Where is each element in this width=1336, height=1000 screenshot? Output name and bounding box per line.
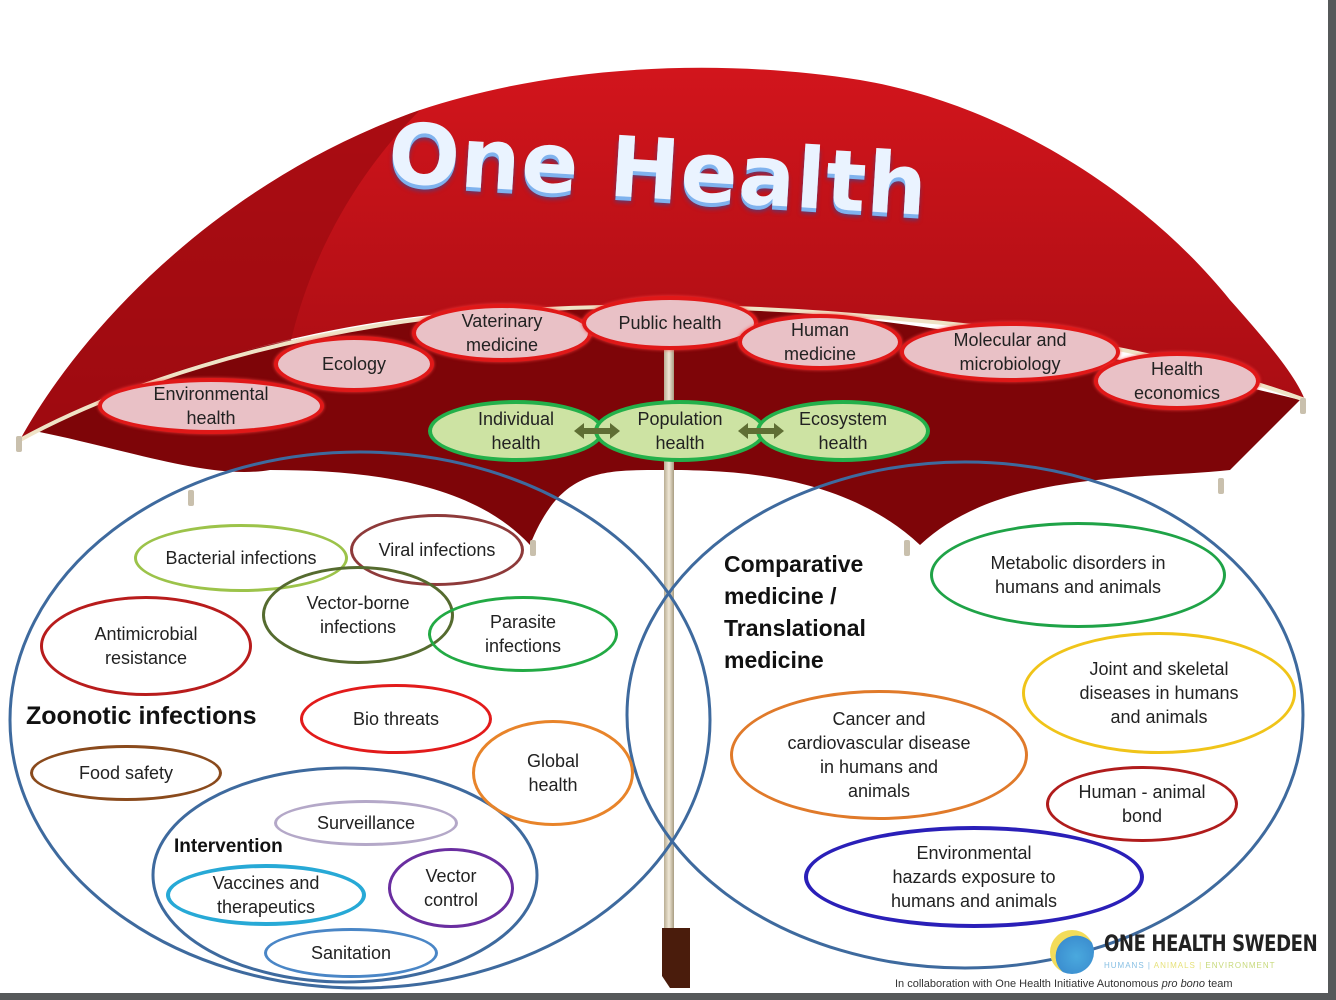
- logo-name: ONE HEALTH SWEDEN: [1104, 932, 1318, 957]
- topic-metabolic-disorders: Metabolic disorders in humans and animal…: [930, 522, 1226, 628]
- topic-food-safety: Food safety: [30, 745, 222, 801]
- level-population-health: Population health: [594, 400, 766, 462]
- double-arrow-icon: [574, 423, 620, 439]
- topic-parasite-infections: Parasite infections: [428, 596, 618, 672]
- intervention-circle: [151, 766, 539, 984]
- topic-environmental-hazards: Environmental hazards exposure to humans…: [804, 826, 1144, 928]
- topic-sanitation: Sanitation: [264, 928, 438, 978]
- topic-antimicrobial-resistance: Antimicrobial resistance: [40, 596, 252, 696]
- one-health-sweden-logo: ONE HEALTH SWEDEN HUMANS | ANIMALS | ENV…: [1048, 928, 1324, 988]
- double-arrow-icon: [738, 423, 784, 439]
- zoonotic-heading: Zoonotic infections: [26, 702, 257, 730]
- discipline-ecology: Ecology: [274, 336, 434, 392]
- discipline-environmental-health: Environmental health: [98, 378, 324, 434]
- discipline-veterinary-medicine: Vaterinary medicine: [412, 304, 592, 362]
- comparative-circle: [625, 460, 1305, 970]
- topic-joint-skeletal: Joint and skeletal diseases in humans an…: [1022, 632, 1296, 754]
- topic-cancer-cardiovascular: Cancer and cardiovascular disease in hum…: [730, 690, 1028, 820]
- topic-bacterial-infections: Bacterial infections: [134, 524, 348, 592]
- topic-surveillance: Surveillance: [274, 800, 458, 846]
- zoonotic-circle: [8, 450, 712, 990]
- discipline-human-medicine: Human medicine: [738, 314, 902, 370]
- topic-bio-threats: Bio threats: [300, 684, 492, 754]
- topic-human-animal-bond: Human - animal bond: [1046, 766, 1238, 842]
- globe-icon: [1050, 930, 1094, 974]
- topic-vaccines-therapeutics: Vaccines and therapeutics: [166, 864, 366, 926]
- comparative-heading: Comparative medicine / Translational med…: [724, 551, 866, 673]
- discipline-molecular-microbiology: Molecular and microbiology: [900, 322, 1120, 382]
- credit-line: In collaboration with One Health Initiat…: [895, 978, 1233, 990]
- discipline-public-health: Public health: [582, 296, 758, 350]
- umbrella-shaft: [664, 310, 674, 930]
- discipline-health-economics: Health economics: [1094, 352, 1260, 410]
- intervention-heading: Intervention: [174, 836, 283, 857]
- level-ecosystem-health: Ecosystem health: [756, 400, 930, 462]
- topic-vector-control: Vector control: [388, 848, 514, 928]
- topic-global-health: Global health: [472, 720, 634, 826]
- topic-vector-borne-infections: Vector-borne infections: [262, 566, 454, 664]
- umbrella-handle: [662, 928, 690, 988]
- topic-viral-infections: Viral infections: [350, 514, 524, 586]
- logo-tagline: HUMANS | ANIMALS | ENVIRONMENT: [1104, 961, 1276, 970]
